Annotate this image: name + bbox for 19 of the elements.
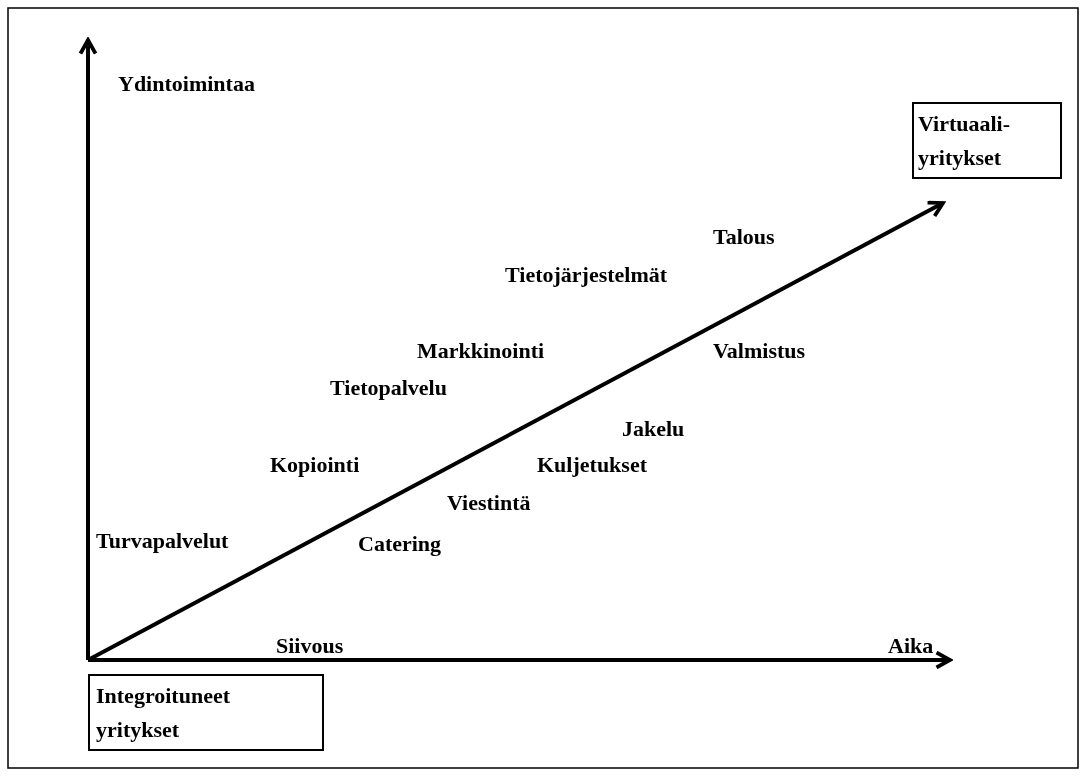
function-label: Catering (358, 531, 442, 557)
box-text: Integroituneet yritykset (96, 682, 232, 744)
function-label: Kopiointi (270, 452, 360, 478)
function-label: Markkinointi (417, 338, 545, 364)
company-type-box (88, 674, 324, 751)
function-label: Siivous (276, 633, 344, 659)
function-label: Tietojärjestelmät (505, 262, 668, 288)
trend-arrow (87, 200, 945, 662)
function-label: Turvapalvelut (96, 528, 229, 554)
function-label: Tietopalvelu (330, 375, 447, 401)
axis-label: Ydintoimintaa (118, 71, 255, 97)
function-label: Valmistus (713, 338, 806, 364)
company-type-box (912, 102, 1062, 179)
function-label: Viestintä (447, 490, 531, 516)
box-text: Virtuaali-yritykset (918, 110, 1012, 172)
function-label: Kuljetukset (537, 452, 647, 478)
function-label: Talous (713, 224, 775, 250)
axis-label: Aika (888, 633, 934, 659)
function-label: Jakelu (622, 416, 685, 442)
